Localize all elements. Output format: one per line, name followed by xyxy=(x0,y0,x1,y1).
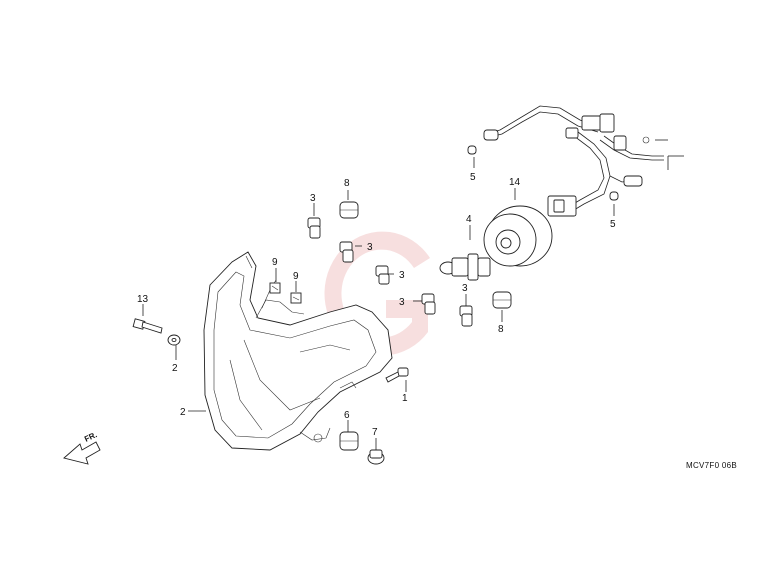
callout-3-e: 3 xyxy=(462,283,468,294)
bulb-4 xyxy=(439,253,491,281)
bulb-5-left xyxy=(467,145,477,155)
callout-5-right: 5 xyxy=(610,219,616,230)
callout-3-d: 3 xyxy=(399,297,405,308)
callout-3-a: 3 xyxy=(310,193,316,204)
callout-4: 4 xyxy=(466,214,472,225)
diagram-code: MCV7F0 06B xyxy=(686,461,737,470)
callout-3-c: 3 xyxy=(399,270,405,281)
callout-7: 7 xyxy=(372,427,378,438)
leader-lines xyxy=(142,139,684,450)
callout-3-b: 3 xyxy=(367,242,373,253)
socket-3-d xyxy=(421,293,436,315)
socket-3-e xyxy=(459,305,473,327)
socket-3-b xyxy=(339,241,354,263)
callout-8-top: 8 xyxy=(344,178,350,189)
callout-8-right: 8 xyxy=(498,324,504,335)
socket-3-c xyxy=(375,265,390,285)
grommet-6 xyxy=(339,431,359,451)
screw-7 xyxy=(367,449,385,465)
bolt-13 xyxy=(132,318,163,334)
callout-9-left: 9 xyxy=(272,257,278,268)
rubber-8-top xyxy=(339,201,359,219)
callout-13: 13 xyxy=(137,294,149,305)
clip-9-left xyxy=(269,282,281,294)
callout-2-housing: 2 xyxy=(180,407,186,418)
socket-3-a xyxy=(307,217,321,239)
bulb-5-right xyxy=(609,191,619,201)
dust-cover-14 xyxy=(483,205,553,267)
headlight-housing xyxy=(203,251,393,451)
callout-6: 6 xyxy=(344,410,350,421)
rubber-8-right xyxy=(492,291,512,309)
callout-9-right: 9 xyxy=(293,271,299,282)
wire-harness xyxy=(483,105,664,217)
washer-2 xyxy=(167,334,181,346)
callout-1: 1 xyxy=(402,393,408,404)
front-direction-arrow: FR. xyxy=(63,430,101,465)
callout-labels: 2 13 2 9 9 3 8 3 3 3 3 8 4 14 5 5 6 7 1 xyxy=(137,172,616,438)
screw-1 xyxy=(385,367,409,383)
callout-2-washer: 2 xyxy=(172,363,178,374)
callout-14: 14 xyxy=(509,177,521,188)
clip-9-right xyxy=(290,292,302,304)
callout-5-left: 5 xyxy=(470,172,476,183)
